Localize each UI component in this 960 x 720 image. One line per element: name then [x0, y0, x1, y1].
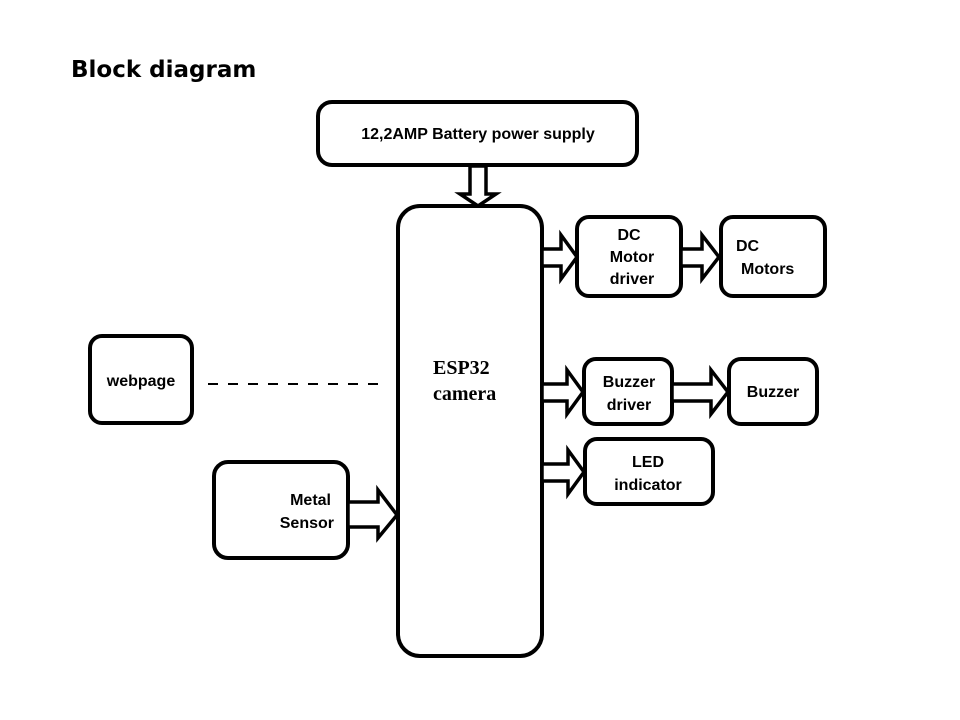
buzzer-driver-block: Buzzer driver: [582, 357, 674, 426]
dc-motor-driver-to-dc-motors-arrow: [679, 229, 722, 285]
buzzer-driver-label-line1: Buzzer: [603, 374, 655, 391]
buzzer-driver-label-line2: driver: [607, 397, 651, 414]
esp32-box: [396, 204, 544, 658]
esp32-to-buzzer-driver-arrow: [540, 364, 586, 420]
dc-motors-block: DC Motors: [719, 215, 827, 298]
led-indicator-label-line1: LED: [632, 454, 664, 471]
power-supply-block: 12,2AMP Battery power supply: [316, 100, 639, 167]
buzzer-block: Buzzer: [727, 357, 819, 426]
metal-sensor-to-esp32-arrow: [346, 484, 400, 543]
led-indicator-label-line2: indicator: [614, 477, 682, 494]
metal-sensor-label-line1: Metal: [290, 492, 331, 509]
dc-motor-driver-label-line1: DC: [617, 227, 641, 244]
esp32-to-led-indicator-arrow: [540, 444, 587, 500]
webpage-block: webpage: [88, 334, 194, 425]
led-indicator-block: LED indicator: [583, 437, 715, 506]
dc-motors-box: [719, 215, 827, 298]
diagram-title: Block diagram: [71, 57, 257, 83]
led-indicator-box: [583, 437, 715, 506]
webpage-box: [88, 334, 194, 425]
dc-motor-driver-block: DC Motor driver: [575, 215, 683, 298]
metal-sensor-box: [212, 460, 350, 560]
power-supply-label: 12,2AMP Battery power supply: [361, 126, 595, 143]
buzzer-driver-to-buzzer-arrow: [670, 364, 731, 420]
dc-motors-label-line2: Motors: [741, 261, 794, 278]
dc-motor-driver-label-line3: driver: [610, 271, 654, 288]
power-to-esp32-arrow: [454, 164, 502, 209]
buzzer-driver-box: [582, 357, 674, 426]
esp32-label-line2: camera: [433, 383, 496, 405]
webpage-label: webpage: [106, 373, 176, 390]
esp32-label-line1: ESP32: [433, 357, 490, 379]
esp32-to-dc-motor-driver-arrow: [540, 229, 580, 285]
metal-sensor-label-line2: Sensor: [280, 515, 334, 532]
esp32-block: ESP32 camera: [396, 204, 544, 658]
metal-sensor-block: Metal Sensor: [212, 460, 350, 560]
dc-motor-driver-label-line2: Motor: [610, 249, 654, 266]
buzzer-label: Buzzer: [747, 384, 799, 401]
dc-motors-label-line1: DC: [736, 238, 760, 255]
